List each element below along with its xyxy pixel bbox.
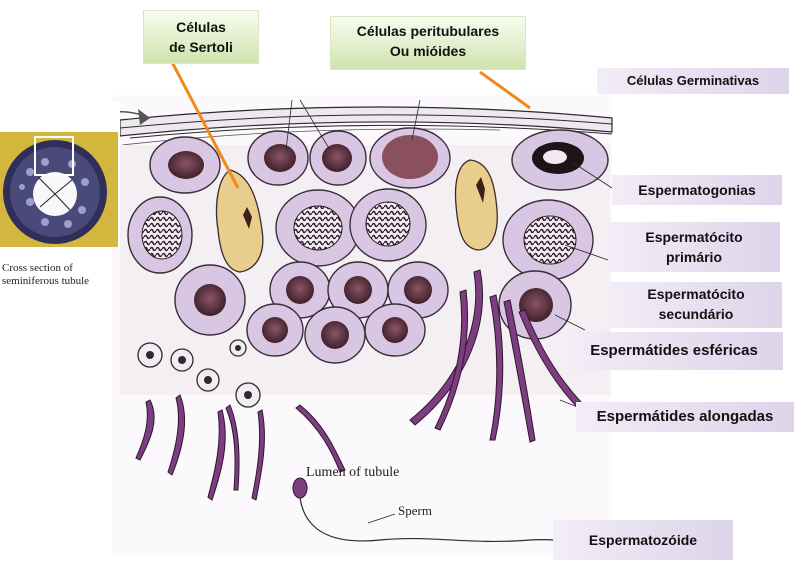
elongating-spermatids [135,394,346,501]
sperm-label: Sperm [398,503,432,518]
top-leader-lines [285,99,421,151]
peritubular-label: Células peritubulares Ou mióides [330,16,526,70]
secondary-spermatocytes [174,261,572,364]
inset-caption: Cross section of seminiferous tubule [2,262,90,287]
spermatogonia-row [149,127,609,194]
lumen-label: Lumen of tubule [306,465,400,480]
espermatocito-secundario-label: Espermatócito secundário [610,282,782,328]
orange-pointers [170,61,531,189]
elongated-spermatids-right [409,269,601,443]
sertoli-label: Células de Sertoli [143,10,259,64]
espermatocito-primario-label: Espermatócito primário [608,222,780,272]
primary-spermatocytes [127,188,594,281]
basement-membrane [119,106,613,146]
espermatogonias-label: Espermatogonias [612,175,782,205]
inset-cross-section [0,102,120,247]
espermatides-esfericas-label: Espermátides esféricas [565,332,783,370]
espermatozoide-label: Espermatozóide [553,520,733,560]
germinativas-label: Células Germinativas [597,68,789,94]
sertoli-cells [215,159,498,273]
espermatides-alongadas-label: Espermátides alongadas [576,402,794,432]
